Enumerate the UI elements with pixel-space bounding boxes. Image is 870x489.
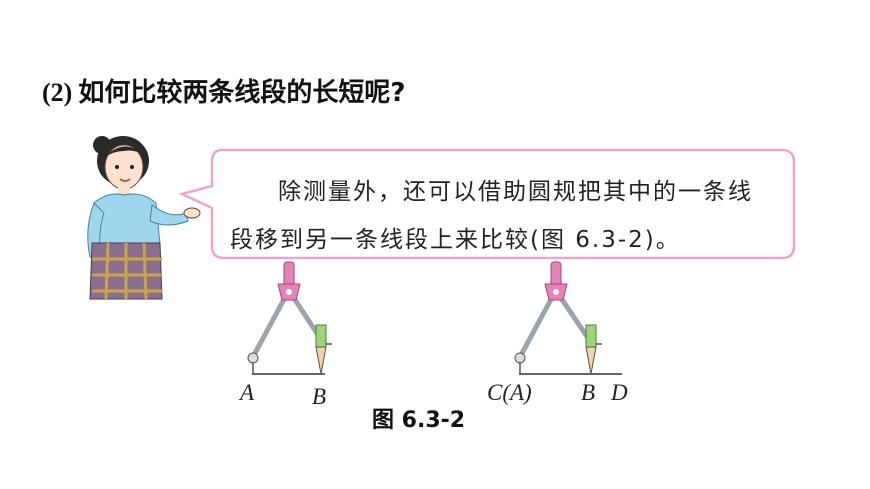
question-number: (2) [42,78,73,107]
label-point-b-right: B [581,380,596,405]
question-text: 如何比较两条线段的长短呢? [78,78,406,108]
speech-bubble [178,148,796,260]
label-point-c: C(A) [487,380,532,405]
bubble-text: 除测量外，还可以借助圆规把其中的一条线 段移到另一条线段上来比较(图 6.3-2… [230,168,785,264]
figure-caption: 图 6.3-2 [372,408,466,433]
left-compass-icon [247,261,332,375]
label-point-a: A [240,380,255,405]
bubble-line-2: 段移到另一条线段上来比较(图 6.3-2)。 [230,227,681,253]
bubble-line-1: 除测量外，还可以借助圆规把其中的一条线 [278,179,753,205]
girl-illustration [87,136,201,300]
label-point-b-left: B [312,384,327,409]
label-point-d: D [611,380,628,405]
question-heading: (2)如何比较两条线段的长短呢? [42,72,405,109]
right-compass-icon [514,261,622,375]
